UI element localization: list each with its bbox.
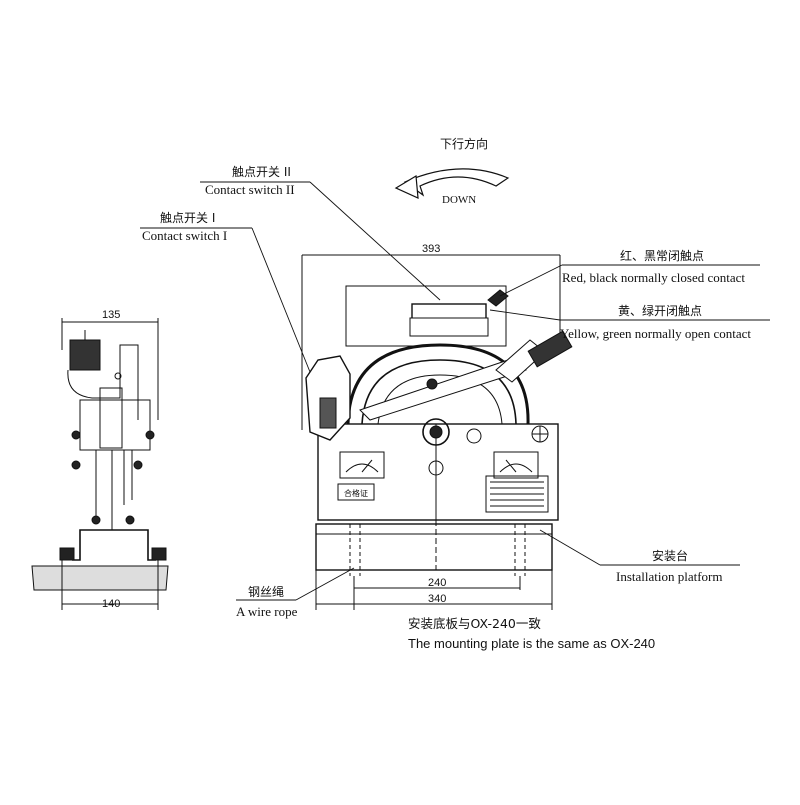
label-closed-en: Red, black normally closed contact [562,270,745,285]
direction-label-cn: 下行方向 [440,136,488,151]
certificate-label: 合格证 [344,488,368,498]
spring-coil [527,330,573,368]
dim-label-240: 240 [428,577,446,589]
label-open-en: Yellow, green normally open contact [560,326,751,341]
direction-indicator: 下行方向 DOWN [394,136,510,206]
leader-switch2 [309,181,441,301]
sheave-wheel-inner [361,359,517,425]
side-bolt [71,460,81,470]
dim-label-135: 135 [102,309,120,321]
label-rope-en: A wire rope [236,604,298,619]
contact-switch-1-lever [319,397,337,429]
flyweight-arm [359,355,527,421]
note-en: The mounting plate is the same as OX-240 [408,636,655,651]
side-pulley [69,339,101,371]
contact-switch-2-cover [409,317,489,337]
gauge-needle-left [361,459,373,473]
label-switch1-en: Contact switch I [142,228,227,243]
label-open-cn: 黄、绿开闭触点 [618,303,702,318]
leader-closed [499,264,563,297]
side-bolt [91,515,101,525]
gauge-arc-right [499,463,533,473]
side-column [99,387,123,449]
front-view [301,254,573,610]
nameplate [485,475,549,513]
certificate-plate [337,483,375,501]
leader-rope [295,567,355,601]
label-closed-cn: 红、黑常闭触点 [620,248,704,263]
main-shaft [422,418,450,446]
main-housing [317,423,559,521]
side-bolt [125,515,135,525]
leader-platform [539,529,601,566]
side-base-nut [59,547,75,561]
side-view [31,318,169,610]
side-bolt [145,430,155,440]
sheave-wheel-hub [377,374,503,425]
side-arm [67,344,139,420]
side-body [79,399,151,451]
lower-bolt [428,460,444,476]
note-cn: 安装底板与OX-240一致 [408,616,541,631]
installation-platform [315,523,553,571]
speed-gauge-left [339,451,385,479]
side-bolt [133,460,143,470]
direction-arrow-icon [403,168,510,197]
side-pivot [114,372,122,380]
direction-label-en: DOWN [442,194,476,206]
gauge-needle-right [505,459,517,473]
leader-open [489,309,561,321]
leader-switch1 [251,227,311,373]
direction-arrowhead-icon [394,174,419,199]
speed-gauge-right [493,451,539,479]
gauge-arc-left [345,463,379,473]
side-floor [31,565,169,591]
sheave-wheel [346,343,530,425]
label-switch1-cn: 触点开关 I [160,211,215,225]
callout-leaders [140,181,770,601]
cam-bolt [466,428,482,444]
main-shaft-center [429,425,443,439]
dim-label-140: 140 [102,598,120,610]
arm-pivot [426,378,438,390]
label-platform-cn: 安装台 [652,548,688,563]
contact-switch-2-terminal [487,289,509,307]
dim-label-340: 340 [428,593,446,605]
side-base-bracket [72,529,156,561]
label-rope-cn: 钢丝绳 [248,585,284,599]
side-bolt [71,430,81,440]
side-base-nut [151,547,167,561]
dim-label-393: 393 [422,243,440,255]
label-switch2-en: Contact switch II [205,182,295,197]
label-switch2-cn: 触点开关 II [232,165,291,179]
label-platform-en: Installation platform [616,569,723,584]
